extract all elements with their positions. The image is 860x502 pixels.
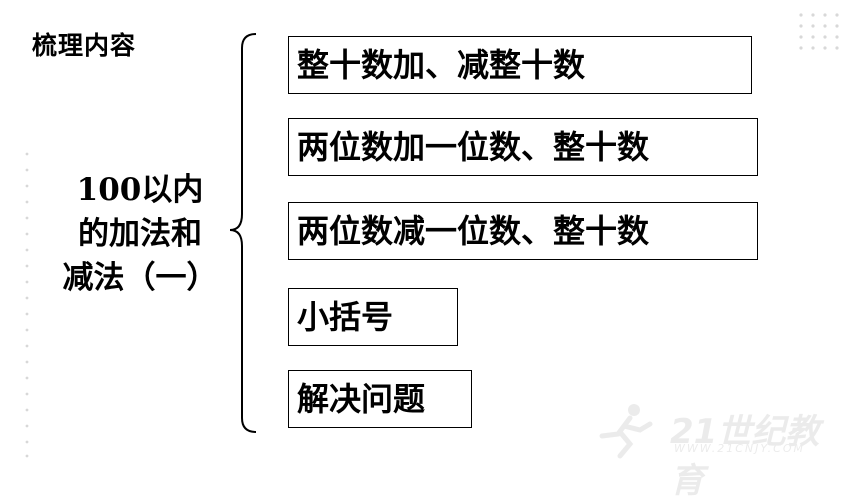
corner-title: 梳理内容 xyxy=(32,31,137,60)
decorative-dots-icon xyxy=(25,152,29,458)
item-box: 两位数减一位数、整十数 xyxy=(288,202,758,260)
topic-title: 100以内 的加法和 减法（一） xyxy=(40,168,240,300)
item-box: 两位数加一位数、整十数 xyxy=(288,118,758,176)
item-box: 整十数加、减整十数 xyxy=(288,36,752,94)
curly-brace-icon xyxy=(229,33,257,433)
runner-logo-icon xyxy=(599,404,653,459)
item-box: 解决问题 xyxy=(288,370,472,428)
decorative-dots-icon xyxy=(799,13,839,50)
watermark: 21世纪教育 WWW.21CNJY.COM xyxy=(590,400,840,501)
item-box: 小括号 xyxy=(288,288,458,346)
topic-line: 的加法和 xyxy=(78,216,202,252)
watermark-url: WWW.21CNJY.COM xyxy=(674,442,806,455)
topic-line: 100以内 xyxy=(76,172,204,208)
topic-line: 减法（一） xyxy=(62,260,218,296)
